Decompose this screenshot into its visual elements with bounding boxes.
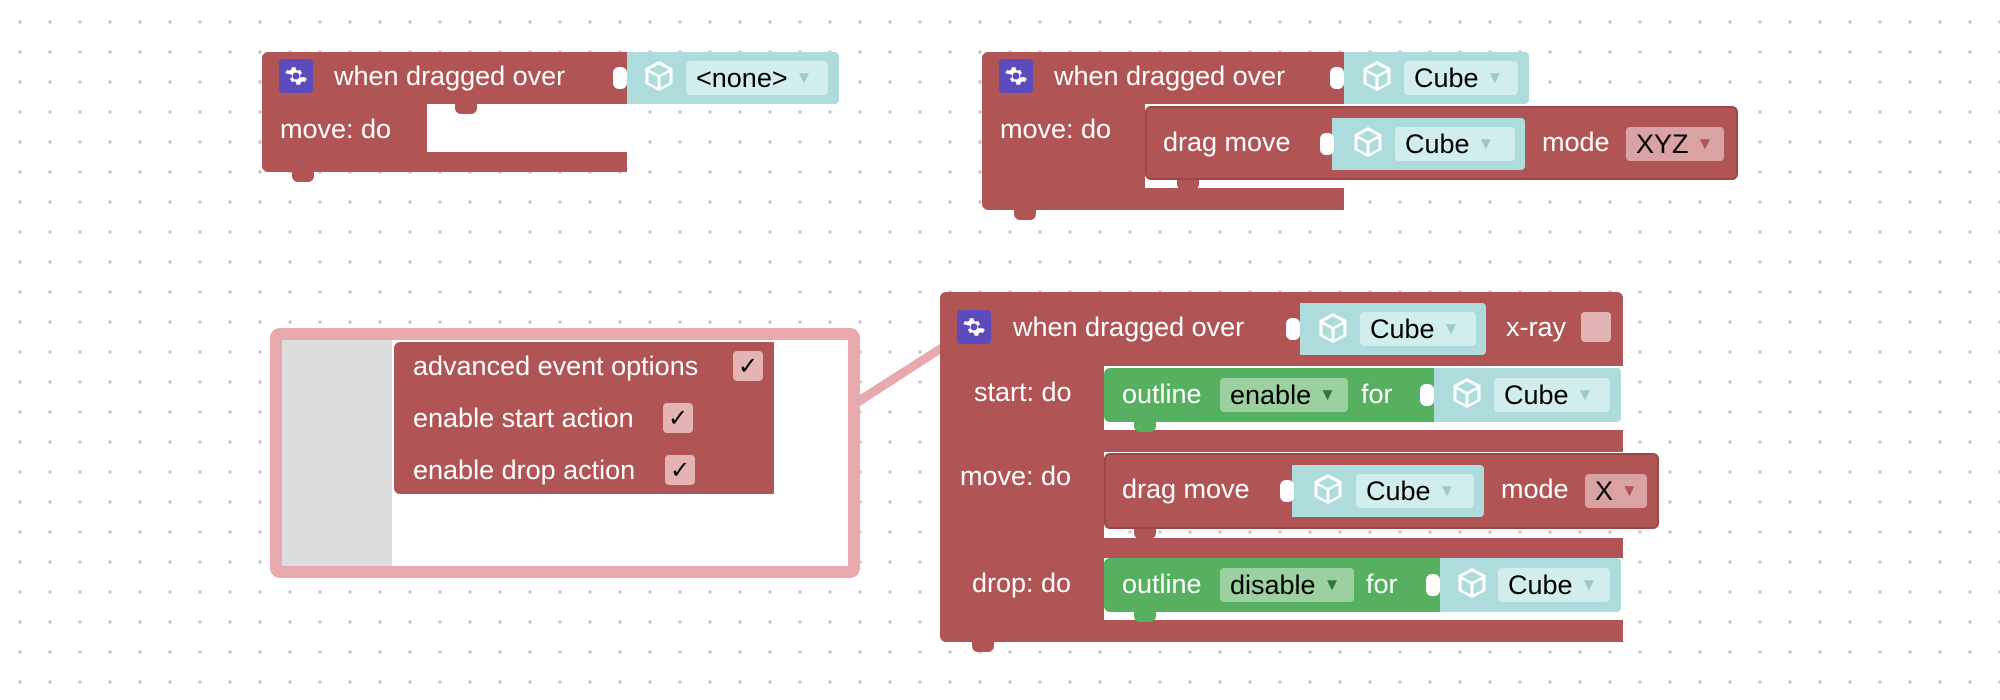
block-3-mode-value: X	[1595, 475, 1614, 506]
block-3-header[interactable]	[940, 292, 1623, 366]
block-3-drag-move-label: drag move	[1122, 474, 1250, 504]
block-3-drop-for-label: for	[1366, 569, 1398, 599]
block-2-header[interactable]	[982, 52, 1344, 104]
block-3-mode-label: mode	[1501, 474, 1569, 504]
block-3-move-target-value: Cube	[1366, 475, 1431, 506]
option-drop-action-checkbox[interactable]: ✓	[665, 455, 695, 485]
chevron-down-icon: ▼	[1580, 575, 1598, 594]
mutator-bubble-pointer	[855, 328, 968, 406]
block-1-target-connector	[613, 67, 627, 89]
block-2-side	[982, 104, 1145, 188]
cube-icon	[1359, 58, 1395, 94]
block-2-drag-target-value: Cube	[1405, 128, 1470, 159]
block-1-title: when dragged over	[334, 61, 566, 91]
cube-icon	[1454, 565, 1490, 601]
block-2-mode-value: XYZ	[1636, 128, 1689, 159]
chevron-down-icon: ▼	[1323, 575, 1341, 594]
block-3-target-dropdown[interactable]: Cube ▼	[1360, 312, 1476, 346]
block-3-xray-checkbox[interactable]	[1581, 312, 1611, 342]
gear-icon[interactable]	[999, 59, 1033, 93]
block-3-drop-target-connector	[1426, 574, 1440, 596]
block-2-bottom-notch	[1014, 210, 1036, 220]
option-start-action-label: enable start action	[413, 403, 634, 433]
block-3-drop-label: drop: do	[972, 568, 1072, 598]
block-3-start-state-dropdown[interactable]: enable ▼	[1220, 378, 1348, 412]
block-1-header[interactable]	[262, 52, 627, 104]
cube-icon	[1315, 310, 1351, 346]
block-3-start-target-dropdown[interactable]: Cube ▼	[1494, 378, 1610, 412]
block-1-slot-notch	[455, 104, 477, 114]
option-advanced-event-label: advanced event options	[413, 351, 699, 381]
block-1-side	[262, 104, 427, 152]
chevron-down-icon: ▼	[1576, 385, 1594, 404]
chevron-down-icon: ▼	[1438, 481, 1456, 500]
chevron-down-icon: ▼	[1319, 385, 1336, 404]
block-2-footer	[982, 188, 1344, 210]
block-3-target-connector	[1286, 318, 1300, 340]
block-1-move-label: move: do	[280, 114, 392, 144]
chevron-down-icon: ▼	[1442, 319, 1460, 338]
option-drop-action-label: enable drop action	[413, 455, 636, 485]
block-3-drop-state-dropdown[interactable]: disable ▼	[1220, 568, 1354, 602]
block-3-title: when dragged over	[1013, 312, 1245, 342]
block-3-drop-target-value: Cube	[1508, 569, 1573, 600]
block-3-start-outline-label: outline	[1122, 379, 1202, 409]
block-2-move-label: move: do	[1000, 114, 1112, 144]
option-start-action-checkbox[interactable]: ✓	[663, 403, 693, 433]
block-3-start-for-label: for	[1361, 379, 1393, 409]
mutator-options-block[interactable]	[394, 342, 774, 494]
block-2-drag-target-connector	[1320, 133, 1334, 155]
block-3-xray-label: x-ray	[1506, 312, 1566, 342]
block-2-drag-move-notch	[1177, 180, 1199, 190]
block-3-drop-outline-label: outline	[1122, 569, 1202, 599]
block-3-start-label: start: do	[974, 377, 1072, 407]
block-3-start-target-connector	[1420, 384, 1434, 406]
block-3-side	[940, 366, 1104, 620]
chevron-down-icon: ▼	[1696, 134, 1714, 153]
block-1-footer	[262, 152, 627, 172]
block-2-drag-target-dropdown[interactable]: Cube ▼	[1395, 127, 1515, 161]
block-3-bottom-notch	[972, 642, 994, 652]
cube-icon	[1449, 375, 1485, 411]
block-3-drop-outline-notch	[1134, 612, 1156, 622]
block-3-move-target-connector	[1280, 480, 1294, 502]
block-1-target-value: <none>	[696, 62, 788, 93]
block-2-target-connector	[1330, 67, 1344, 89]
block-3-move-divider	[1104, 538, 1623, 558]
block-1-bottom-notch	[292, 172, 314, 182]
block-2-title: when dragged over	[1054, 61, 1286, 91]
gear-icon[interactable]	[957, 310, 991, 344]
block-2-drag-move-label: drag move	[1163, 127, 1291, 157]
chevron-down-icon: ▼	[1477, 134, 1495, 153]
block-3-drop-state-value: disable	[1230, 569, 1316, 600]
block-3-move-target-dropdown[interactable]: Cube ▼	[1356, 474, 1474, 508]
block-1-target-dropdown[interactable]: <none> ▼	[686, 61, 828, 95]
block-3-mode-dropdown[interactable]: X ▼	[1585, 474, 1647, 508]
block-3-start-divider	[1104, 430, 1623, 452]
block-3-drag-move-notch	[1134, 529, 1156, 539]
cube-icon	[1350, 124, 1386, 160]
option-advanced-event-checkbox[interactable]: ✓	[733, 351, 763, 381]
mutator-flyout	[282, 340, 392, 566]
block-2-target-value: Cube	[1414, 62, 1479, 93]
block-2-mode-label: mode	[1542, 127, 1610, 157]
block-3-target-value: Cube	[1370, 313, 1435, 344]
block-3-start-state-value: enable	[1230, 379, 1312, 410]
block-3-footer	[940, 620, 1623, 642]
block-3-move-label: move: do	[960, 461, 1072, 491]
block-3-start-outline-notch	[1134, 422, 1156, 432]
chevron-down-icon: ▼	[795, 68, 813, 87]
gear-icon[interactable]	[279, 59, 313, 93]
block-2-mode-dropdown[interactable]: XYZ ▼	[1626, 127, 1724, 161]
cube-icon	[641, 58, 677, 94]
chevron-down-icon: ▼	[1621, 481, 1638, 500]
chevron-down-icon: ▼	[1486, 68, 1504, 87]
cube-icon	[1310, 471, 1346, 507]
block-3-drop-target-dropdown[interactable]: Cube ▼	[1498, 568, 1610, 602]
block-3-start-target-value: Cube	[1504, 379, 1569, 410]
block-2-target-dropdown[interactable]: Cube ▼	[1404, 61, 1518, 95]
